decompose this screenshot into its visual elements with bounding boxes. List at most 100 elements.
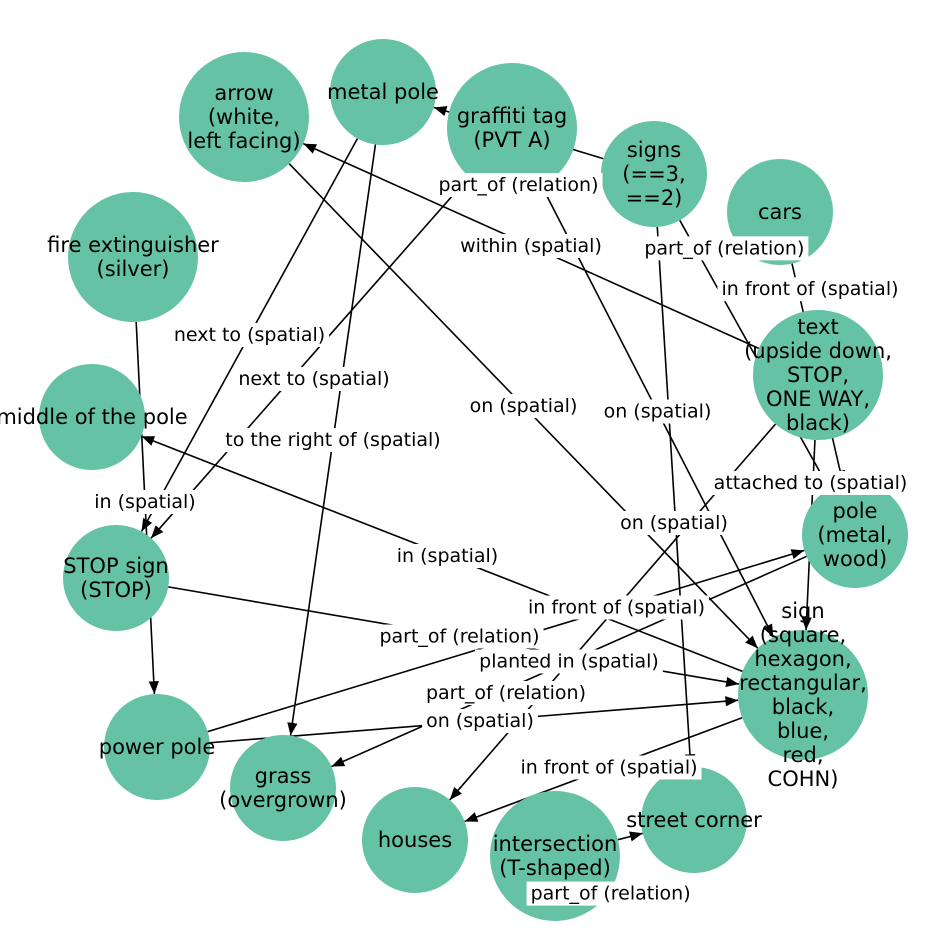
edge-label-bg — [434, 173, 603, 197]
node-label: ONE WAY, — [766, 387, 870, 411]
node-circle — [802, 482, 908, 588]
edge-signs-pole — [679, 219, 830, 490]
node-label: arrow — [214, 81, 273, 105]
edge-label-bg — [422, 709, 538, 733]
node-houses[interactable]: houses — [362, 787, 468, 893]
node-label: grass — [255, 764, 312, 788]
edge-label: to the right of (spatial) — [221, 428, 445, 452]
edge-intersection-corner — [617, 831, 643, 842]
node-label: (T-shaped) — [499, 856, 611, 880]
edge-label-bg — [516, 755, 702, 780]
edge-label: part_of (relation) — [640, 236, 809, 261]
edge-label: part_of (relation) — [434, 173, 603, 197]
node-graffiti[interactable]: graffiti tag(PVT A) — [447, 63, 577, 193]
node-label: graffiti tag — [457, 104, 567, 128]
edge-label-text: in front of (spatial) — [721, 278, 898, 300]
edge-label-bg — [640, 236, 809, 261]
edge-label-bg — [709, 471, 912, 495]
node-label: (upside down, — [744, 339, 892, 363]
node-fire[interactable]: fire extinguisher(silver) — [47, 192, 219, 322]
edge-label-bg — [523, 595, 710, 620]
edge-label: part_of (relation) — [375, 624, 544, 649]
edge-label-text: on (spatial) — [426, 710, 534, 732]
edge-label-text: next to (spatial) — [174, 324, 325, 346]
node-label: (silver) — [97, 257, 170, 281]
edge-label-text: part_of (relation) — [438, 174, 598, 196]
node-circle — [738, 630, 868, 760]
node-circle — [601, 121, 707, 227]
edge-label-bg — [475, 649, 663, 674]
node-grass[interactable]: grass(overgrown) — [219, 735, 347, 841]
node-circle — [39, 364, 145, 470]
node-circle — [179, 52, 309, 182]
edge-label: next to (spatial) — [234, 367, 394, 391]
edge-label-bg — [392, 544, 503, 568]
edge-label-text: on (spatial) — [470, 395, 578, 417]
node-label: intersection — [493, 832, 618, 856]
node-pole[interactable]: pole(metal,wood) — [802, 482, 908, 588]
node-label: signs — [627, 138, 681, 162]
edge-label: in front of (spatial) — [717, 277, 903, 302]
edge-label: within (spatial) — [456, 234, 606, 258]
node-label: black, — [772, 695, 834, 719]
node-stop[interactable]: STOP sign(STOP) — [63, 525, 169, 631]
node-arrow[interactable]: arrow(white,left facing) — [179, 52, 309, 182]
node-signs[interactable]: signs(==3,==2) — [601, 121, 707, 227]
node-label: STOP, — [787, 363, 849, 387]
node-label: cars — [758, 200, 802, 224]
node-label: fire extinguisher — [47, 233, 219, 257]
edge-label-text: to the right of (spatial) — [225, 429, 440, 451]
node-label: text — [797, 315, 838, 339]
node-corner[interactable]: street corner — [626, 767, 762, 873]
edge-label-bg — [421, 681, 591, 705]
node-circle — [447, 63, 577, 193]
node-circle — [330, 39, 436, 145]
node-circle — [63, 525, 169, 631]
edge-label-text: part_of (relation) — [531, 883, 691, 905]
node-label: sign — [781, 599, 824, 623]
edge-signs-corner — [656, 226, 696, 768]
edge-graffiti-stop — [150, 176, 470, 539]
edge-label: in (spatial) — [392, 544, 503, 568]
node-circle — [362, 787, 468, 893]
node-circle — [68, 192, 198, 322]
edge-label-text: part_of (relation) — [644, 237, 804, 259]
node-label: (white, — [208, 105, 280, 129]
node-metal-pole[interactable]: metal pole — [327, 39, 439, 145]
node-middle[interactable]: middle of the pole — [0, 364, 188, 470]
edge-label: in front of (spatial) — [523, 595, 710, 620]
node-sign[interactable]: sign(square,hexagon,rectangular,black,bl… — [738, 599, 868, 791]
edge-label-text: next to (spatial) — [238, 368, 389, 390]
node-label: street corner — [626, 808, 762, 832]
node-label: blue, — [777, 719, 829, 743]
node-label: STOP sign — [63, 554, 168, 578]
node-circle — [641, 767, 747, 873]
edge-label: planted in (spatial) — [475, 649, 663, 674]
edge-label-bg — [90, 490, 200, 514]
edge-label-text: part_of (relation) — [426, 682, 586, 704]
edge-label-text: on (spatial) — [620, 512, 728, 534]
edge-label: part_of (relation) — [526, 881, 695, 906]
edge-label-bg — [616, 511, 732, 535]
node-label: pole — [833, 499, 878, 523]
node-label: rectangular, — [739, 671, 867, 695]
edge-label-bg — [375, 624, 544, 649]
edge-label-bg — [456, 234, 606, 258]
node-label: (==3, — [622, 162, 685, 186]
node-text[interactable]: text(upside down,STOP,ONE WAY,black) — [744, 310, 892, 440]
edge-label-text: part_of (relation) — [379, 626, 539, 648]
edge-label: on (spatial) — [422, 709, 538, 733]
edge-label: on (spatial) — [616, 511, 732, 535]
node-label: left facing) — [187, 129, 300, 153]
edge-label-text: in front of (spatial) — [520, 757, 697, 779]
node-power[interactable]: power pole — [99, 694, 216, 800]
edge-label-text: planted in (spatial) — [479, 651, 659, 673]
edge-label: in (spatial) — [90, 490, 200, 514]
edge-label-bg — [221, 428, 445, 452]
node-label: power pole — [99, 735, 216, 759]
edge-label-text: on (spatial) — [604, 401, 712, 423]
edge-label-bg — [465, 394, 582, 418]
node-label: red, — [782, 743, 823, 767]
edge-label-text: within (spatial) — [460, 235, 602, 257]
